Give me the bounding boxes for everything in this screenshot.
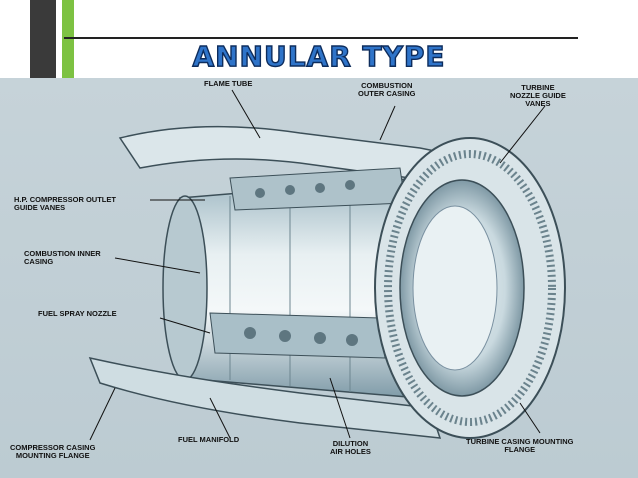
- label-turbine-casing-mounting-flange: TURBINE CASING MOUNTING FLANGE: [466, 437, 574, 454]
- label-dilution-air-holes: DILUTION AIR HOLES: [330, 439, 371, 456]
- left-accent-bar-green: [62, 0, 74, 78]
- label-combustion-outer-casing: COMBUSTION OUTER CASING: [358, 81, 416, 98]
- left-accent-bar-dark: [30, 0, 56, 78]
- label-hp-compressor-outlet-guide-vanes: H.P. COMPRESSOR OUTLET GUIDE VANES: [14, 195, 116, 212]
- label-compressor-casing-mounting-flange: COMPRESSOR CASING MOUNTING FLANGE: [10, 443, 96, 460]
- combustion-chamber-illustration: [0, 78, 638, 478]
- label-combustion-inner-casing: COMBUSTION INNER CASING: [24, 249, 101, 266]
- label-fuel-spray-nozzle: FUEL SPRAY NOZZLE: [38, 309, 117, 318]
- label-flame-tube: FLAME TUBE: [204, 79, 253, 88]
- label-turbine-nozzle-guide-vanes: TURBINE NOZZLE GUIDE VANES: [510, 83, 566, 108]
- title-rule: [64, 37, 578, 39]
- diagram-photo: FLAME TUBE COMBUSTION OUTER CASING TURBI…: [0, 78, 638, 478]
- label-fuel-manifold: FUEL MANIFOLD: [178, 435, 240, 444]
- slide-title: ANNULAR TYPE: [192, 39, 446, 73]
